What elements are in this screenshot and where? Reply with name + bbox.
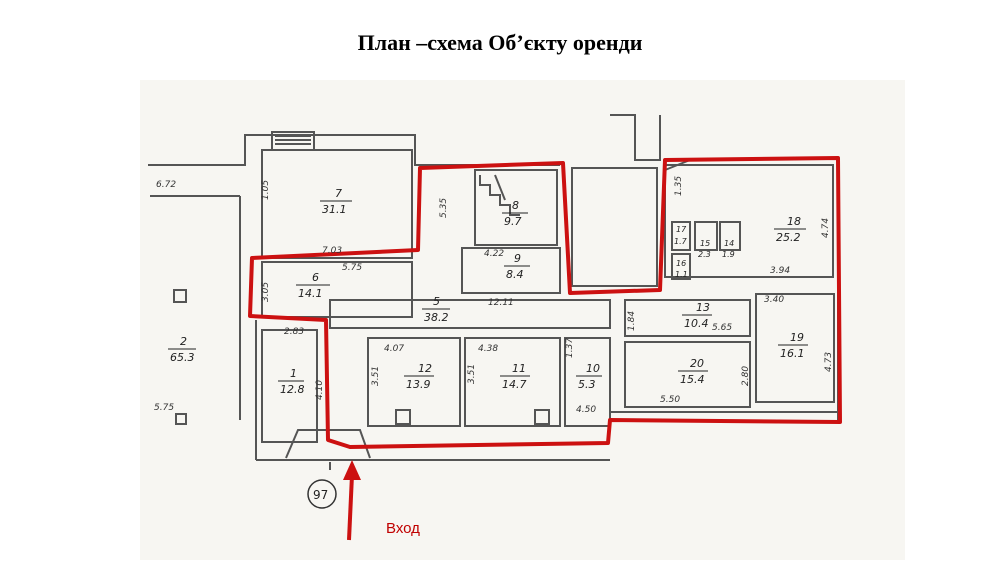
room-area: 13.9 (406, 378, 431, 391)
room-number: 10 (586, 362, 600, 375)
room-number: 16 (676, 259, 686, 268)
room-number: 2 (180, 335, 187, 348)
room-area: 5.3 (578, 378, 596, 391)
room-area: 1.7 (674, 237, 688, 246)
room-area: 1.1 (675, 270, 688, 279)
dimension-label: 3.40 (764, 295, 784, 305)
room-number: 17 (676, 225, 687, 234)
stamp-circle (307, 479, 337, 509)
entrance-label: Вход (386, 520, 420, 537)
dimension-label: 3.51 (371, 366, 381, 386)
room-number: 18 (787, 215, 801, 228)
entrance-arrow (343, 460, 361, 541)
dimension-label: 3.51 (467, 364, 477, 384)
dimension-label: 4.22 (484, 249, 504, 259)
room-number: 13 (696, 301, 710, 314)
dimension-label: 4.73 (824, 352, 834, 372)
page-title: План –схема Об’єкту оренди (357, 30, 643, 55)
room-number: 8 (512, 199, 519, 212)
dimension-label: 12.11 (488, 298, 514, 308)
plan-paper (140, 80, 905, 560)
room-number: 19 (790, 331, 804, 344)
dimension-labels: 6.72 1.05 7.03 5.35 4.22 3.05 5.75 12.11… (154, 176, 834, 415)
dimension-label: 4.74 (821, 218, 831, 238)
dimension-label: 4.50 (576, 405, 596, 415)
dimension-label: 4.38 (478, 344, 498, 354)
room-area: 38.2 (424, 311, 449, 324)
room-area: 1.9 (722, 250, 735, 259)
room-area: 8.4 (506, 268, 524, 281)
room-number: 11 (512, 362, 526, 375)
dimension-label: 4.10 (315, 380, 325, 400)
room-number: 1 (290, 367, 297, 380)
room-number: 12 (418, 362, 432, 375)
room-area: 9.7 (504, 215, 522, 228)
dimension-label: 5.35 (439, 198, 449, 218)
room-area: 14.7 (502, 378, 527, 391)
room-number: 5 (433, 295, 440, 308)
room-area: 10.4 (684, 317, 709, 330)
dimension-label: 5.75 (154, 403, 174, 413)
dimension-label: 6.72 (156, 180, 176, 190)
room-number: 15 (700, 239, 710, 248)
room-number: 6 (312, 271, 319, 284)
room-number: 14 (724, 239, 734, 248)
dimension-label: 2.83 (284, 327, 304, 337)
rental-boundary (248, 156, 842, 449)
room-area: 25.2 (776, 231, 801, 244)
dimension-label: 3.94 (770, 266, 790, 276)
dimension-label: 2.80 (741, 366, 751, 386)
dimension-label: 7.03 (322, 246, 342, 256)
room-number: 9 (514, 252, 521, 265)
dimension-label: 1.37 (565, 338, 575, 358)
room-number: 7 (335, 187, 342, 200)
room-area: 31.1 (322, 203, 347, 216)
room-area: 12.8 (280, 383, 305, 396)
room-area: 65.3 (170, 351, 195, 364)
room-area: 14.1 (298, 287, 323, 300)
dimension-label: 5.65 (712, 323, 732, 333)
dimension-label: 1.05 (261, 180, 271, 200)
room-area: 2.3 (698, 250, 711, 259)
dimension-label: 1.35 (674, 176, 684, 196)
room-area: 15.4 (680, 373, 705, 386)
dimension-label: 5.50 (660, 395, 680, 405)
dimension-label: 3.05 (261, 282, 271, 302)
room-labels: 7 31.1 6 14.1 1 12.8 2 65.3 5 38.2 8 9.7… (168, 187, 808, 396)
dimension-label: 5.75 (342, 263, 362, 273)
room-area: 16.1 (780, 347, 805, 360)
stamp-label: 97 (313, 488, 328, 502)
dimension-label: 1.84 (627, 311, 637, 331)
dimension-label: 4.07 (384, 344, 404, 354)
room-number: 20 (690, 357, 704, 370)
